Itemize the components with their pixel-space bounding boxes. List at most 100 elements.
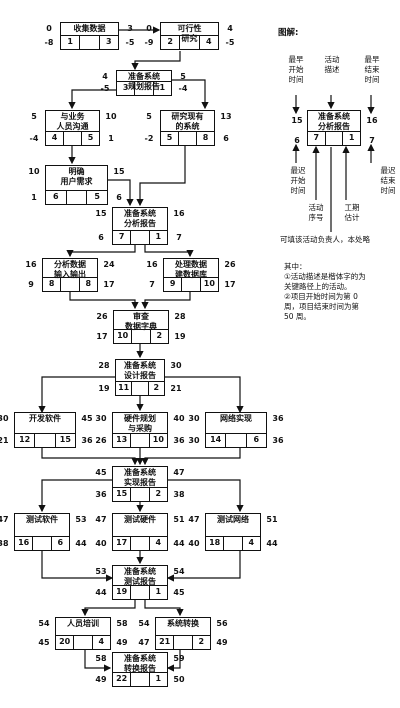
activity-owner-blank	[181, 278, 199, 291]
activity-seq: 14	[210, 435, 222, 444]
activity-name: 收集数据	[73, 24, 106, 33]
latest-start: 36	[95, 490, 107, 499]
arrow-3-5	[156, 79, 209, 110]
activity-owner-blank	[130, 537, 148, 550]
earliest-finish: 5	[180, 72, 186, 81]
activity-owner-blank	[223, 537, 241, 550]
earliest-finish: 3	[127, 24, 133, 33]
earliest-finish: 47	[173, 468, 185, 477]
activity-seq: 15	[116, 489, 128, 498]
latest-finish: -5	[125, 38, 135, 47]
activity-name: 研究现有 的系统	[171, 112, 204, 131]
arrow-7-8	[66, 245, 136, 258]
legend-sample-row: 7 1	[308, 131, 360, 145]
latest-start: 40	[188, 539, 200, 548]
legend-title: 图解:	[278, 28, 299, 38]
activity-owner-blank	[79, 36, 98, 49]
legend-earliest-start-label: 最早 开始 时间	[288, 55, 304, 84]
activity-owner-blank	[131, 330, 149, 343]
activity-duration: 5	[81, 132, 99, 145]
activity-duration: 2	[148, 488, 167, 501]
activity-owner-blank	[60, 278, 78, 291]
activity-seq: 20	[59, 637, 71, 646]
earliest-finish: 4	[227, 24, 233, 33]
earliest-finish: 24	[103, 260, 115, 269]
activity-name: 处理数据 建数据库	[175, 260, 207, 279]
arrow-7-9	[144, 245, 194, 258]
arrow-8-10	[69, 292, 139, 310]
activity-name: 与业务 人员沟通	[56, 112, 89, 131]
arrow-14-15	[141, 448, 241, 466]
earliest-start: 16	[25, 260, 37, 269]
activity-owner-blank	[130, 231, 148, 244]
legend-sample-duration: 1	[342, 132, 360, 145]
latest-finish: 49	[216, 638, 228, 647]
activity-owner-blank	[178, 132, 196, 145]
activity-duration: 4	[91, 636, 110, 649]
latest-start: 17	[96, 332, 108, 341]
latest-start: 47	[138, 638, 150, 647]
earliest-finish: 16	[173, 209, 185, 218]
earliest-finish: 53	[75, 515, 87, 524]
activity-seq: 17	[116, 538, 128, 547]
earliest-start: 47	[188, 515, 200, 524]
activity-name: 测试硬件	[124, 515, 156, 524]
latest-finish: 36	[173, 436, 185, 445]
latest-finish: -4	[178, 84, 188, 93]
latest-finish: 36	[81, 436, 93, 445]
legend-sample-activity-box: 准备系统 分析报告 7 1	[307, 110, 361, 146]
arrow-19-21	[144, 600, 184, 617]
arrow-15-18	[168, 479, 244, 513]
arrow-20-22	[84, 650, 112, 672]
legend-sample-es: 15	[291, 116, 303, 125]
earliest-start: 15	[95, 209, 107, 218]
earliest-finish: 59	[173, 654, 185, 663]
legend-earliest-finish-label: 最早 结束 时间	[364, 55, 380, 84]
latest-start: 1	[31, 193, 37, 202]
activity-owner-blank	[130, 434, 148, 447]
activity-seq: 19	[116, 587, 128, 596]
activity-name: 准备系统 转换报告	[124, 654, 156, 673]
activity-owner-blank	[130, 488, 148, 501]
legend-sample-ls: 6	[294, 136, 300, 145]
legend-sample-lf: 7	[369, 136, 375, 145]
latest-start: 26	[95, 436, 107, 445]
activity-seq: 2	[167, 37, 173, 46]
earliest-start: 10	[28, 167, 40, 176]
latest-finish: 6	[116, 193, 122, 202]
activity-name: 测试软件	[26, 515, 58, 524]
earliest-finish: 54	[173, 567, 185, 576]
activity-name: 人员培训	[67, 619, 99, 628]
arrow-11-12	[38, 376, 115, 414]
activity-name: 硬件规划 与采购	[124, 414, 156, 433]
legend-sample-ef: 16	[366, 116, 378, 125]
earliest-finish: 30	[170, 361, 182, 370]
latest-start: -2	[144, 134, 154, 143]
latest-start: 21	[0, 436, 9, 445]
earliest-start: 54	[138, 619, 150, 628]
activity-duration: 6	[245, 434, 266, 447]
activity-seq: 5	[166, 133, 173, 142]
arrow-18-19	[166, 551, 241, 582]
activity-row: 20 4	[56, 635, 110, 649]
